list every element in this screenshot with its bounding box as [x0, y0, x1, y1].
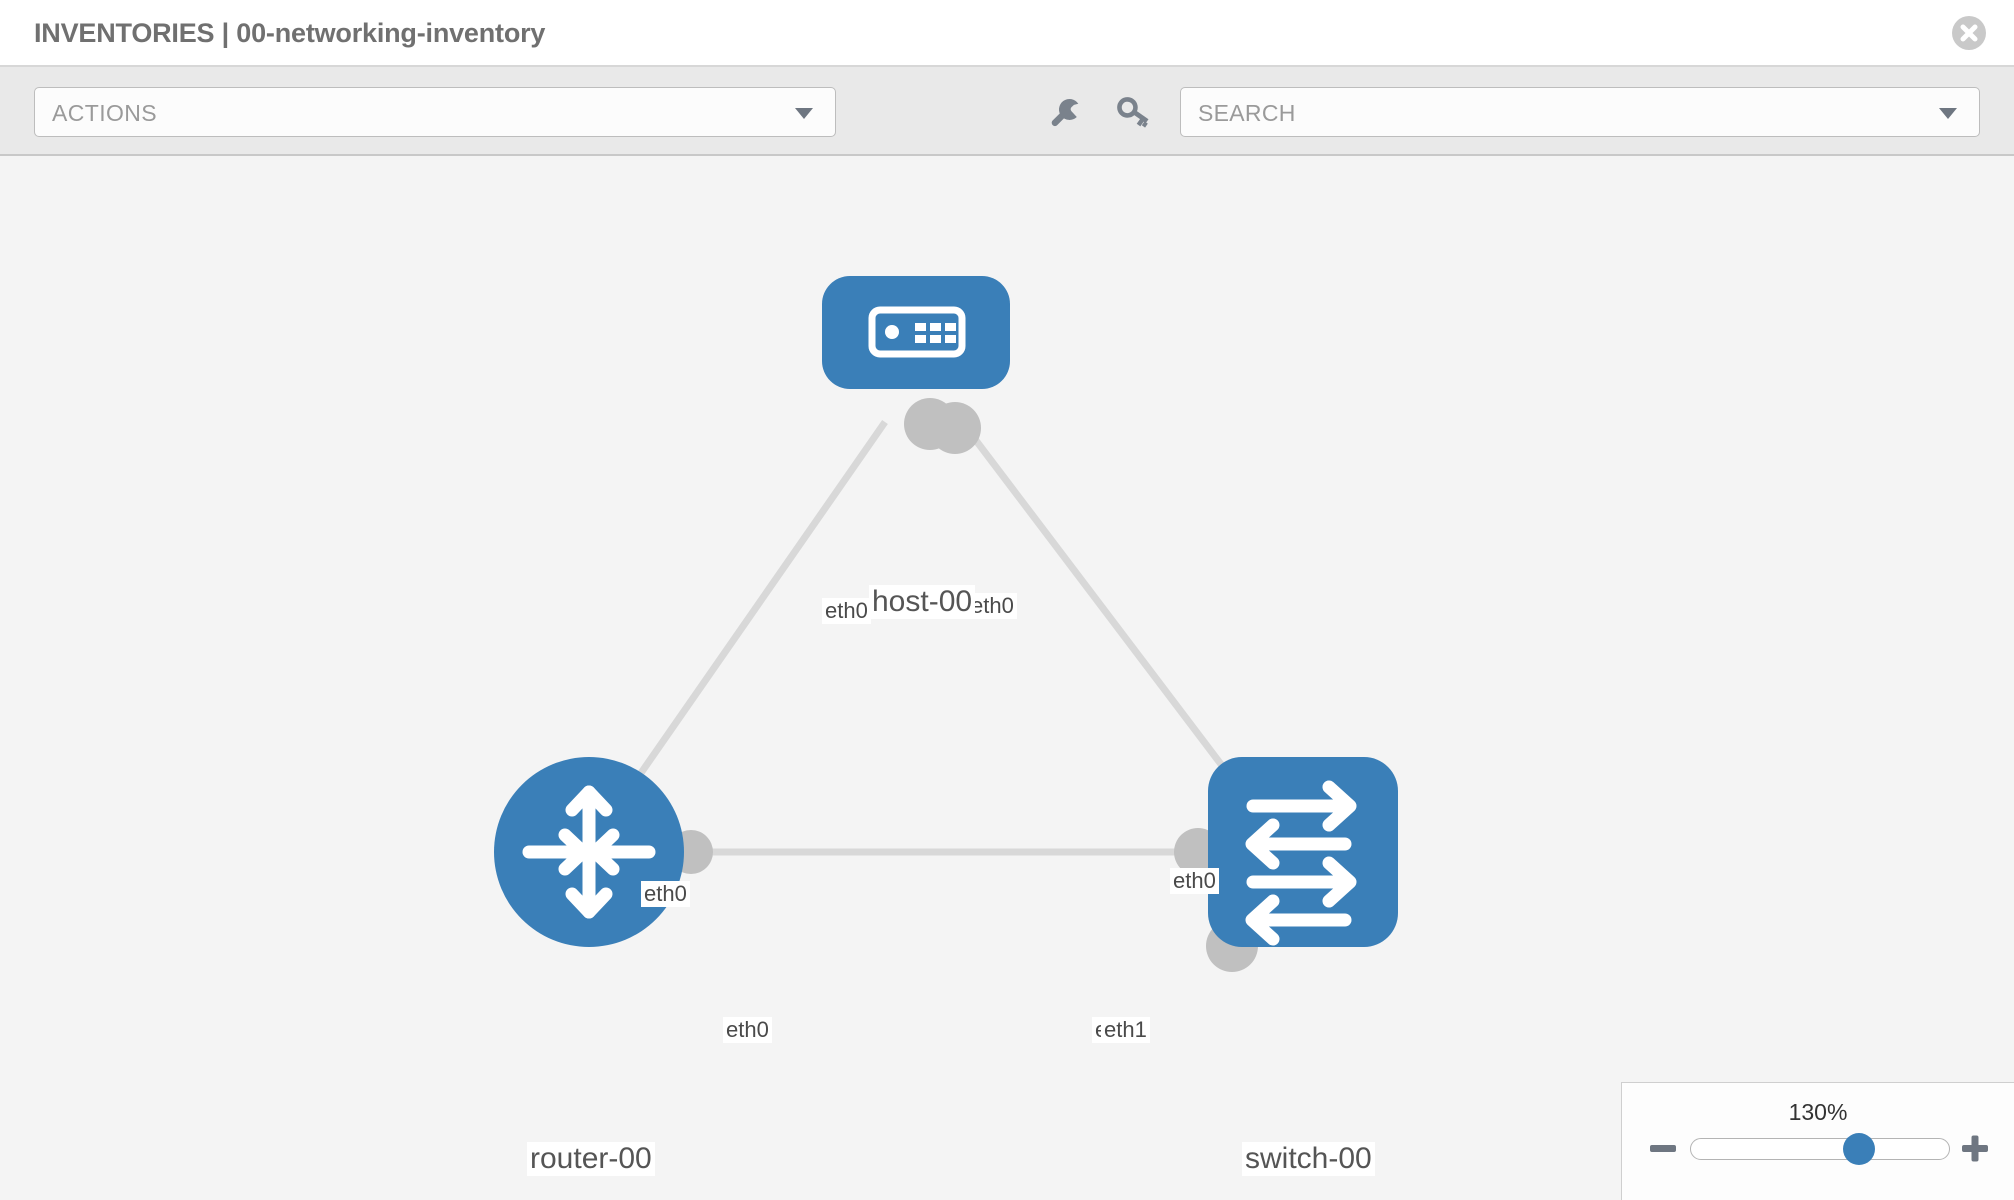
edge-host-switch[interactable] — [959, 419, 1248, 799]
node-switch-00[interactable] — [1208, 757, 1398, 947]
page-title: INVENTORIES | 00-networking-inventory — [34, 18, 546, 48]
iface-label-switch-left-eth1: eth1 — [1101, 1017, 1150, 1043]
iface-label-router-up: eth0 — [641, 881, 690, 907]
server-icon — [868, 306, 966, 358]
toolbar: ACTIONS SEARCH — [0, 67, 2014, 156]
search-input[interactable]: SEARCH — [1180, 87, 1980, 137]
iface-label-switch-up: eth0 — [1170, 868, 1219, 894]
connector-host-right[interactable] — [929, 402, 981, 454]
edge-host-router[interactable] — [622, 420, 888, 798]
node-host-shape[interactable] — [822, 276, 1010, 389]
chevron-down-icon — [795, 108, 813, 119]
minus-icon — [1650, 1145, 1676, 1152]
wrench-button[interactable] — [1043, 91, 1085, 133]
close-icon — [1960, 24, 1978, 42]
router-arrows-icon — [522, 785, 656, 919]
actions-dropdown-label: ACTIONS — [52, 100, 158, 126]
actions-dropdown[interactable]: ACTIONS — [34, 87, 836, 137]
topology-canvas[interactable]: eth0 eth0 eth0 eth0 eth0 eth0 eth1 host-… — [0, 156, 2014, 1200]
zoom-slider-track[interactable] — [1690, 1138, 1950, 1160]
zoom-slider-thumb[interactable] — [1842, 1133, 1875, 1165]
zoom-control-panel: 130% — [1621, 1082, 2014, 1200]
key-button[interactable] — [1113, 91, 1155, 133]
plus-icon — [1962, 1135, 1988, 1162]
node-label-host-00: host-00 — [869, 585, 976, 619]
zoom-in-button[interactable] — [1958, 1131, 1992, 1165]
iface-label-router-right: eth0 — [723, 1017, 772, 1043]
key-icon — [1117, 97, 1149, 128]
node-router-00[interactable] — [494, 757, 684, 947]
switch-arrows-icon — [1245, 780, 1357, 946]
topology-edges — [622, 419, 1248, 856]
node-label-switch-00: switch-00 — [1242, 1142, 1375, 1176]
zoom-level-value: 130% — [1788, 1099, 1848, 1125]
close-button[interactable] — [1952, 16, 1986, 50]
node-label-router-00: router-00 — [527, 1142, 655, 1176]
node-host-00[interactable] — [822, 276, 1010, 389]
topology-graph — [494, 276, 1398, 972]
wrench-icon — [1051, 98, 1079, 127]
iface-label-host-right: eth0 — [968, 593, 1017, 619]
window-header: INVENTORIES | 00-networking-inventory — [0, 0, 2014, 67]
search-chevron-down-icon[interactable] — [1939, 108, 1957, 119]
iface-label-host-left: eth0 — [822, 598, 871, 624]
zoom-out-button[interactable] — [1646, 1131, 1680, 1165]
search-placeholder: SEARCH — [1198, 100, 1296, 126]
